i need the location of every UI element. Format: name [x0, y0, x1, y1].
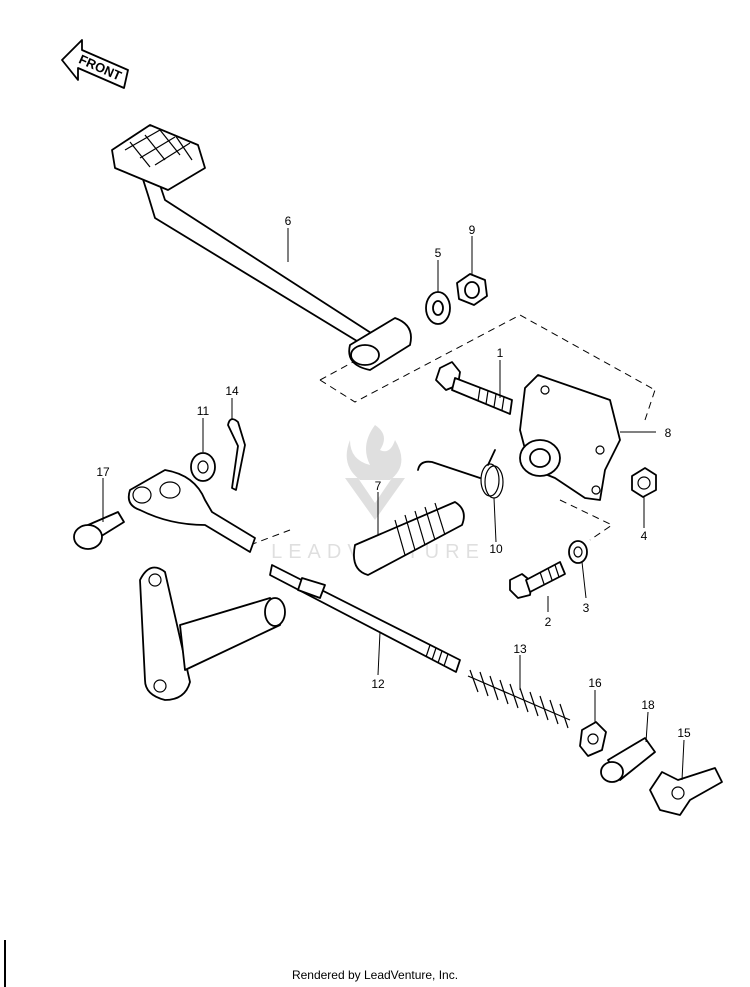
bolt-2 [509, 561, 566, 599]
callout-7: 7 [375, 479, 382, 493]
spring-13 [467, 669, 571, 729]
footer-credit: Rendered by LeadVenture, Inc. [291, 968, 459, 982]
lever-arm [139, 566, 286, 701]
bracket-8 [519, 374, 621, 501]
washer-11 [190, 452, 216, 482]
callout-8: 8 [665, 426, 672, 440]
nut-4 [631, 467, 657, 498]
callout-17: 17 [96, 465, 110, 479]
callout-6: 6 [285, 214, 292, 228]
nut-16 [579, 721, 607, 757]
callout-2: 2 [545, 615, 552, 629]
callout-4: 4 [641, 529, 648, 543]
wing-nut-15 [649, 767, 723, 816]
brake-pedal [111, 124, 412, 371]
callout-12: 12 [371, 677, 385, 691]
lockwasher-3 [568, 540, 588, 564]
callout-1: 1 [497, 346, 504, 360]
front-arrow-label: FRONT [77, 52, 124, 84]
callout-leaders [102, 228, 685, 781]
callout-10: 10 [489, 542, 503, 556]
callout-3: 3 [583, 601, 590, 615]
callout-5: 5 [435, 246, 442, 260]
left-edge-rule [4, 940, 6, 987]
callout-15: 15 [677, 726, 691, 740]
callout-14: 14 [225, 384, 239, 398]
callout-13: 13 [513, 642, 527, 656]
pin-18 [600, 737, 656, 783]
callout-9: 9 [469, 223, 476, 237]
callout-11: 11 [197, 404, 210, 418]
callout-18: 18 [641, 698, 655, 712]
shaft-7 [353, 501, 465, 576]
bolt-1 [435, 361, 513, 415]
brake-rod-12 [269, 564, 461, 673]
nut-9 [456, 273, 488, 306]
spring-10 [417, 449, 504, 499]
front-arrow-icon: FRONT [61, 39, 129, 89]
callout-16: 16 [588, 676, 602, 690]
clevis-pin-17 [73, 511, 125, 550]
clevis [127, 469, 256, 553]
cotter-pin-14 [227, 418, 246, 491]
washer-5 [425, 291, 451, 325]
